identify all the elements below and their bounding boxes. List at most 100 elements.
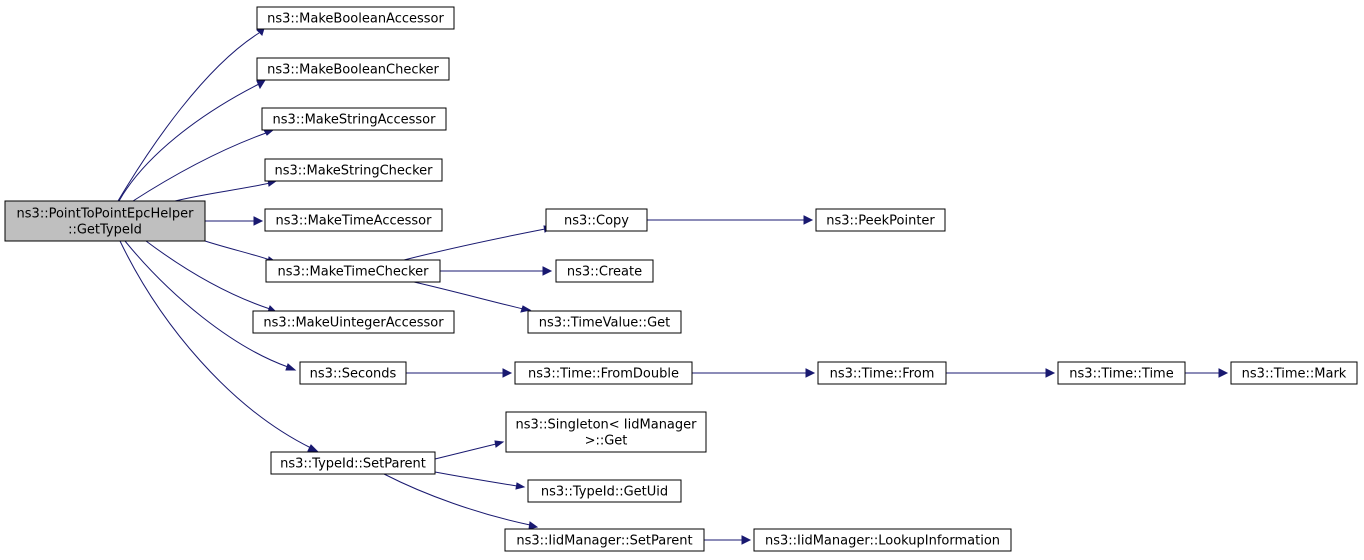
node-label: ns3::TypeId::GetUid <box>541 485 668 500</box>
node-box <box>4 200 206 242</box>
edge-root-to-make-boolean-accessor <box>117 23 266 202</box>
node-box <box>815 208 946 232</box>
edge-line <box>132 132 267 202</box>
node-box <box>514 361 693 385</box>
node-time-mark[interactable]: ns3::Time::Mark <box>1230 361 1358 385</box>
node-make-string-checker[interactable]: ns3::MakeStringChecker <box>264 158 443 182</box>
node-root[interactable]: ns3::PointToPointEpcHelper::GetTypeId <box>4 200 206 242</box>
node-make-uinteger-accessor[interactable]: ns3::MakeUintegerAccessor <box>252 310 455 334</box>
node-copy[interactable]: ns3::Copy <box>545 208 648 232</box>
edge-seconds-to-time-fromdouble <box>406 368 513 378</box>
node-box <box>817 361 947 385</box>
node-label: ns3::MakeBooleanChecker <box>267 63 439 78</box>
call-graph-nodes: ns3::PointToPointEpcHelper::GetTypeIdns3… <box>4 6 1358 552</box>
node-label: ns3::Create <box>567 265 642 280</box>
arrowhead <box>1218 368 1229 378</box>
edge-line <box>119 240 312 449</box>
node-box <box>527 479 682 503</box>
arrowhead <box>803 215 814 225</box>
edge-iidmanager-setparent-to-iidmanager-lookup <box>704 535 752 545</box>
node-iidmanager-setparent[interactable]: ns3::IidManager::SetParent <box>504 528 705 552</box>
edge-root-to-make-boolean-checker <box>118 79 266 202</box>
node-label: ns3::MakeStringChecker <box>275 164 434 179</box>
node-box <box>264 208 443 232</box>
node-create[interactable]: ns3::Create <box>555 259 654 283</box>
arrowhead <box>741 535 752 545</box>
arrowhead <box>502 368 513 378</box>
edge-line <box>145 240 271 310</box>
node-make-boolean-checker[interactable]: ns3::MakeBooleanChecker <box>256 57 450 81</box>
node-label: ns3::MakeTimeChecker <box>278 265 430 280</box>
node-time-time[interactable]: ns3::Time::Time <box>1057 361 1186 385</box>
node-box <box>264 158 443 182</box>
node-typeid-setparent[interactable]: ns3::TypeId::SetParent <box>270 451 436 475</box>
arrowhead <box>494 440 505 448</box>
edge-line <box>204 240 271 261</box>
node-box <box>504 528 705 552</box>
edge-typeid-setparent-to-singleton-get <box>434 440 505 460</box>
edge-root-to-make-time-accessor <box>205 216 264 226</box>
node-label: ns3::TimeValue::Get <box>539 316 671 331</box>
node-label: ns3::MakeTimeAccessor <box>276 214 433 229</box>
edge-line <box>434 471 518 487</box>
node-label: ns3::Singleton< IidManager <box>515 418 697 433</box>
call-graph-edges <box>117 23 1229 545</box>
edge-line <box>118 83 260 202</box>
arrowhead <box>542 266 553 276</box>
node-iidmanager-lookup[interactable]: ns3::IidManager::LookupInformation <box>753 528 1012 552</box>
node-box <box>256 57 450 81</box>
arrowhead <box>253 216 264 226</box>
edge-time-time-to-time-mark <box>1185 368 1229 378</box>
edge-time-fromdouble-to-time-from <box>692 368 816 378</box>
edge-make-time-checker-to-create <box>440 266 553 276</box>
node-label: ns3::PointToPointEpcHelper <box>17 207 195 222</box>
node-label: ns3::MakeStringAccessor <box>273 113 437 128</box>
node-box <box>753 528 1012 552</box>
node-box <box>265 259 441 283</box>
node-label: ::GetTypeId <box>68 223 142 238</box>
node-label: ns3::Copy <box>564 214 629 229</box>
node-box <box>1230 361 1358 385</box>
node-make-time-accessor[interactable]: ns3::MakeTimeAccessor <box>264 208 443 232</box>
node-time-fromdouble[interactable]: ns3::Time::FromDouble <box>514 361 693 385</box>
node-make-string-accessor[interactable]: ns3::MakeStringAccessor <box>261 107 447 131</box>
node-time-from[interactable]: ns3::Time::From <box>817 361 947 385</box>
edge-typeid-setparent-to-typeid-getuid <box>434 471 526 490</box>
node-make-boolean-accessor[interactable]: ns3::MakeBooleanAccessor <box>256 6 455 30</box>
node-label: ns3::Seconds <box>310 367 397 382</box>
edge-root-to-make-uinteger-accessor <box>145 240 279 314</box>
node-label: ns3::Time::Mark <box>1242 367 1347 382</box>
node-label: ns3::IidManager::SetParent <box>516 534 692 549</box>
node-typeid-getuid[interactable]: ns3::TypeId::GetUid <box>527 479 682 503</box>
node-peek-pointer[interactable]: ns3::PeekPointer <box>815 208 946 232</box>
edge-line <box>174 182 271 202</box>
edge-root-to-make-string-checker <box>174 179 278 202</box>
node-singleton-get[interactable]: ns3::Singleton< IidManager>::Get <box>505 411 707 453</box>
node-seconds[interactable]: ns3::Seconds <box>299 361 407 385</box>
node-label: ns3::Time::From <box>830 367 935 382</box>
node-label: ns3::MakeBooleanAccessor <box>267 12 444 27</box>
node-box <box>545 208 648 232</box>
edge-line <box>383 473 531 526</box>
node-box <box>261 107 447 131</box>
node-label: >::Get <box>585 434 628 449</box>
node-box <box>270 451 436 475</box>
node-box <box>555 259 654 283</box>
node-label: ns3::PeekPointer <box>826 214 935 229</box>
node-make-time-checker[interactable]: ns3::MakeTimeChecker <box>265 259 441 283</box>
arrowhead <box>515 482 526 490</box>
node-label: ns3::Time::Time <box>1069 367 1173 382</box>
node-label: ns3::Time::FromDouble <box>528 367 679 382</box>
arrowhead <box>256 79 266 90</box>
node-label: ns3::TypeId::SetParent <box>280 457 426 472</box>
node-timevalue-get[interactable]: ns3::TimeValue::Get <box>527 310 682 334</box>
edge-root-to-make-string-accessor <box>132 129 275 202</box>
edge-line <box>434 443 497 460</box>
node-box <box>299 361 407 385</box>
edge-typeid-setparent-to-iidmanager-setparent <box>383 473 539 530</box>
arrowhead <box>805 368 816 378</box>
arrowhead <box>528 521 539 530</box>
node-box <box>252 310 455 334</box>
node-label: ns3::MakeUintegerAccessor <box>263 316 444 331</box>
